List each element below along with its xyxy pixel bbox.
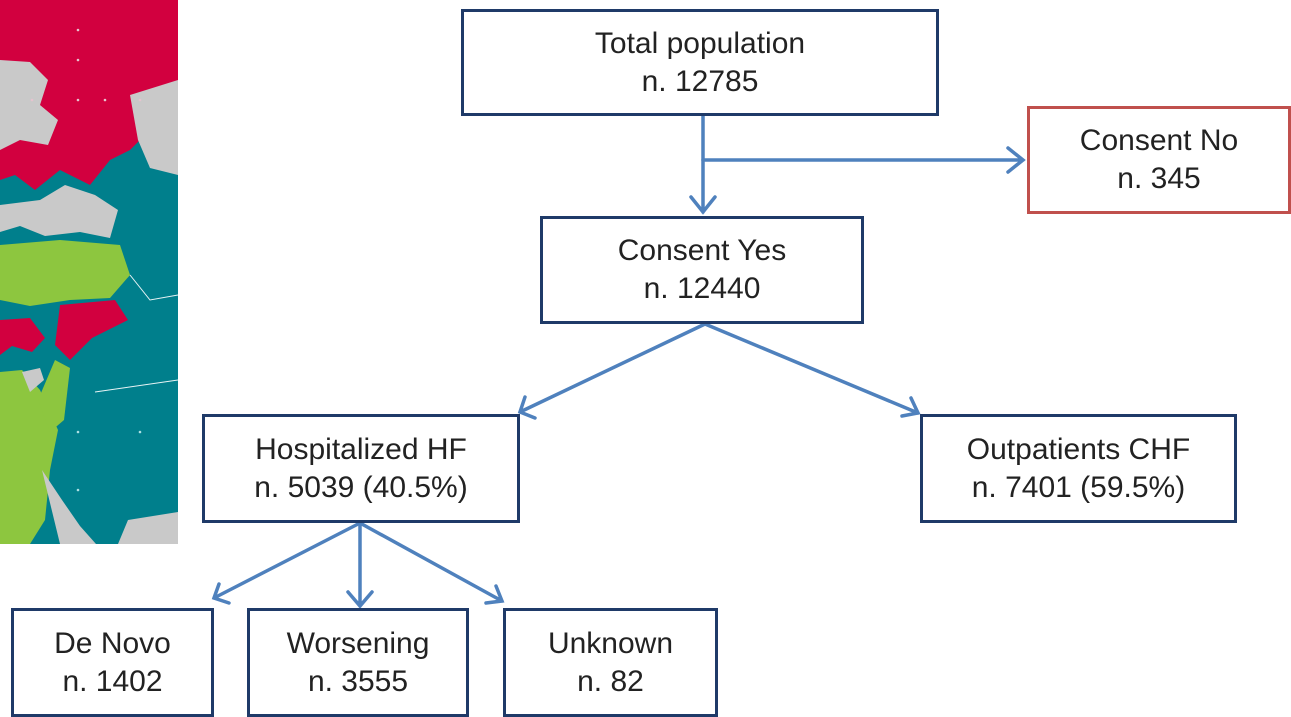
- node-title: Total population: [594, 26, 806, 60]
- node-title: De Novo: [54, 626, 171, 660]
- node-title: Consent Yes: [617, 234, 787, 267]
- node-total-population: Total population n. 12785: [461, 9, 939, 116]
- node-count: n. 5039 (40.5%): [254, 470, 468, 504]
- node-hospitalized-hf: Hospitalized HF n. 5039 (40.5%): [202, 414, 520, 523]
- node-count: n. 1402: [62, 664, 163, 698]
- arrow-hospitalized-to-unknown: [358, 521, 505, 605]
- node-consent-no: Consent No n. 345: [1027, 106, 1291, 214]
- node-title: Worsening: [286, 626, 430, 660]
- node-consent-yes: Consent Yes n. 12440: [540, 216, 864, 324]
- node-title: Hospitalized HF: [255, 432, 467, 466]
- arrow-to-consent-no: [701, 146, 1026, 174]
- node-title: Outpatients CHF: [966, 432, 1191, 466]
- node-count: n. 12440: [643, 272, 761, 305]
- node-count: n. 7401 (59.5%): [971, 470, 1186, 504]
- arrow-hospitalized-to-de-novo: [211, 521, 362, 605]
- map-fragment-image: [0, 0, 178, 544]
- node-count: n. 3555: [307, 664, 409, 698]
- node-unknown: Unknown n. 82: [503, 608, 718, 717]
- node-count: n. 82: [577, 664, 644, 698]
- arrow-consent-yes-to-outpatients: [703, 322, 921, 418]
- node-de-novo: De Novo n. 1402: [11, 608, 214, 717]
- node-outpatients-chf: Outpatients CHF n. 7401 (59.5%): [920, 414, 1237, 523]
- arrow-consent-yes-to-hospitalized: [517, 322, 707, 420]
- node-title: Unknown: [547, 626, 674, 660]
- node-count: n. 345: [1117, 162, 1201, 195]
- arrow-total-to-consent-yes: [689, 114, 717, 215]
- node-count: n. 12785: [641, 64, 759, 98]
- node-worsening: Worsening n. 3555: [247, 608, 469, 717]
- node-title: Consent No: [1079, 124, 1239, 157]
- arrow-hospitalized-to-worsening: [346, 521, 374, 609]
